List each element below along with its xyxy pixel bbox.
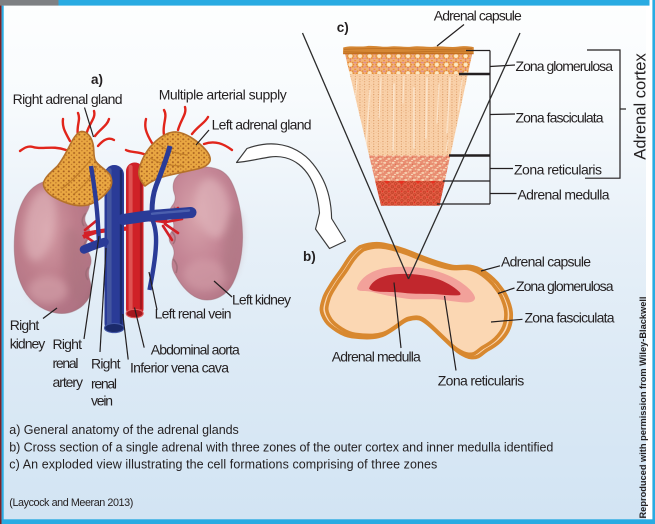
svg-text:c): c) (337, 20, 349, 35)
svg-text:c) An exploded view illustrati: c) An exploded view illustrating the cel… (9, 458, 437, 472)
svg-text:renal: renal (91, 376, 117, 392)
svg-text:Zona fasciculata: Zona fasciculata (525, 310, 615, 326)
svg-text:Abdominal aorta: Abdominal aorta (151, 342, 240, 358)
svg-text:Zona glomerulosa: Zona glomerulosa (516, 278, 614, 294)
svg-text:Adrenal cortex: Adrenal cortex (632, 53, 650, 160)
svg-text:Right adrenal gland: Right adrenal gland (13, 91, 123, 107)
svg-text:(Laycock and Meeran 2013): (Laycock and Meeran 2013) (9, 497, 133, 509)
svg-text:Inferior vena cava: Inferior vena cava (130, 359, 229, 375)
svg-text:Adrenal medulla: Adrenal medulla (518, 187, 610, 203)
svg-text:Multiple arterial supply: Multiple arterial supply (159, 86, 287, 102)
svg-text:Zona fasciculata: Zona fasciculata (516, 110, 604, 126)
svg-text:Zona reticularis: Zona reticularis (438, 373, 525, 389)
svg-text:Reproduced with permission fro: Reproduced with permission from Wiley-Bl… (638, 297, 648, 519)
svg-text:Adrenal medulla: Adrenal medulla (332, 349, 421, 365)
svg-text:Left adrenal gland: Left adrenal gland (212, 116, 312, 132)
svg-text:Right: Right (10, 317, 40, 333)
svg-text:Left kidney: Left kidney (232, 292, 291, 308)
svg-text:kidney: kidney (10, 336, 46, 352)
svg-text:a) General anatomy of the adre: a) General anatomy of the adrenal glands (9, 423, 239, 437)
svg-text:Zona reticularis: Zona reticularis (514, 162, 602, 178)
svg-text:artery: artery (53, 374, 84, 390)
svg-text:renal: renal (53, 355, 79, 371)
svg-text:Adrenal capsule: Adrenal capsule (501, 254, 591, 270)
svg-text:Zona glomerulosa: Zona glomerulosa (516, 58, 614, 74)
svg-text:Left renal vein: Left renal vein (155, 306, 232, 322)
svg-text:Right: Right (53, 336, 83, 352)
svg-text:vein: vein (91, 393, 113, 409)
svg-text:b) Cross section of a single a: b) Cross section of a single adrenal wit… (9, 440, 553, 454)
svg-text:Adrenal capsule: Adrenal capsule (434, 7, 522, 23)
svg-text:a): a) (91, 72, 103, 87)
svg-text:b): b) (303, 249, 316, 264)
svg-text:Right: Right (91, 356, 121, 372)
